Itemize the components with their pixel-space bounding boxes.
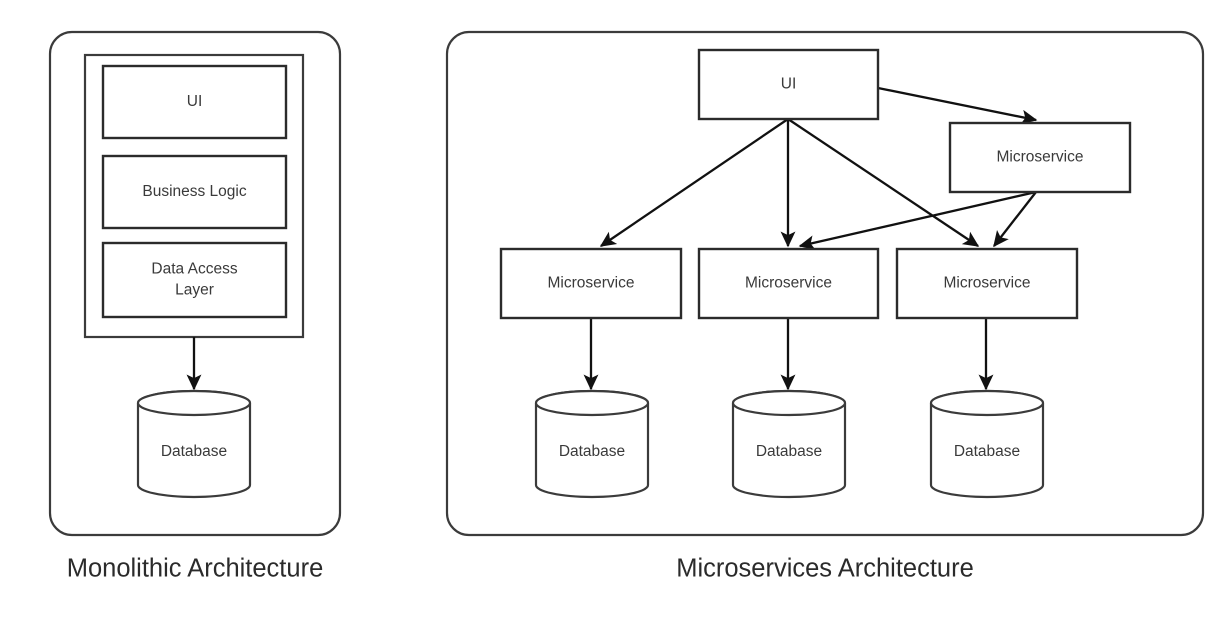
node-ms-ui[interactable]: UI: [697, 48, 880, 121]
node-rect: [895, 247, 1079, 320]
node-mono-db[interactable]: Database: [136, 389, 252, 499]
node-label-line: Data Access: [151, 261, 237, 278]
node-label-line: Layer: [175, 282, 214, 299]
database-label: Database: [161, 443, 227, 460]
node-rect: [697, 48, 880, 121]
edge-ui-to-top-right: [877, 86, 1038, 125]
node-label: Microservice: [745, 275, 832, 292]
cylinder-top-ellipse: [534, 389, 650, 417]
edges-layer: [186, 86, 1038, 391]
edge-ui-to-left: [599, 118, 789, 247]
cylinder-top-ellipse: [929, 389, 1045, 417]
node-ms-right[interactable]: Microservice: [895, 247, 1079, 320]
database-label: Database: [756, 443, 822, 460]
node-label: Microservice: [944, 275, 1031, 292]
node-rect: [948, 121, 1132, 194]
node-mono-ui[interactable]: UI: [101, 64, 288, 140]
node-mono-bl[interactable]: Business Logic: [101, 154, 288, 230]
node-label: Microservice: [548, 275, 635, 292]
node-rect: [499, 247, 683, 320]
node-rect: [697, 247, 880, 320]
panel-caption-microservices: Microservices Architecture: [676, 555, 974, 583]
node-db-left[interactable]: Database: [534, 389, 650, 499]
cylinder-top-ellipse: [731, 389, 847, 417]
database-label: Database: [559, 443, 625, 460]
edge-ui-to-right: [787, 118, 980, 247]
node-db-right[interactable]: Database: [929, 389, 1045, 499]
node-ms-mid[interactable]: Microservice: [697, 247, 880, 320]
edge-top-right-to-mid: [798, 190, 1037, 251]
node-label: Business Logic: [142, 183, 247, 200]
captions-layer: Monolithic Architecture Microservices Arc…: [67, 555, 974, 583]
node-rect: [101, 154, 288, 230]
node-label: UI: [187, 93, 203, 110]
database-label: Database: [954, 443, 1020, 460]
edge-top-right-to-right: [993, 191, 1037, 248]
node-rect: [101, 64, 288, 140]
node-rect: [101, 241, 288, 319]
node-ms-top-right[interactable]: Microservice: [948, 121, 1132, 194]
node-label: Microservice: [997, 149, 1084, 166]
node-label: UI: [781, 76, 797, 93]
node-ms-left[interactable]: Microservice: [499, 247, 683, 320]
panel-caption-monolith: Monolithic Architecture: [67, 555, 324, 583]
node-db-mid[interactable]: Database: [731, 389, 847, 499]
cylinder-top-ellipse: [136, 389, 252, 417]
